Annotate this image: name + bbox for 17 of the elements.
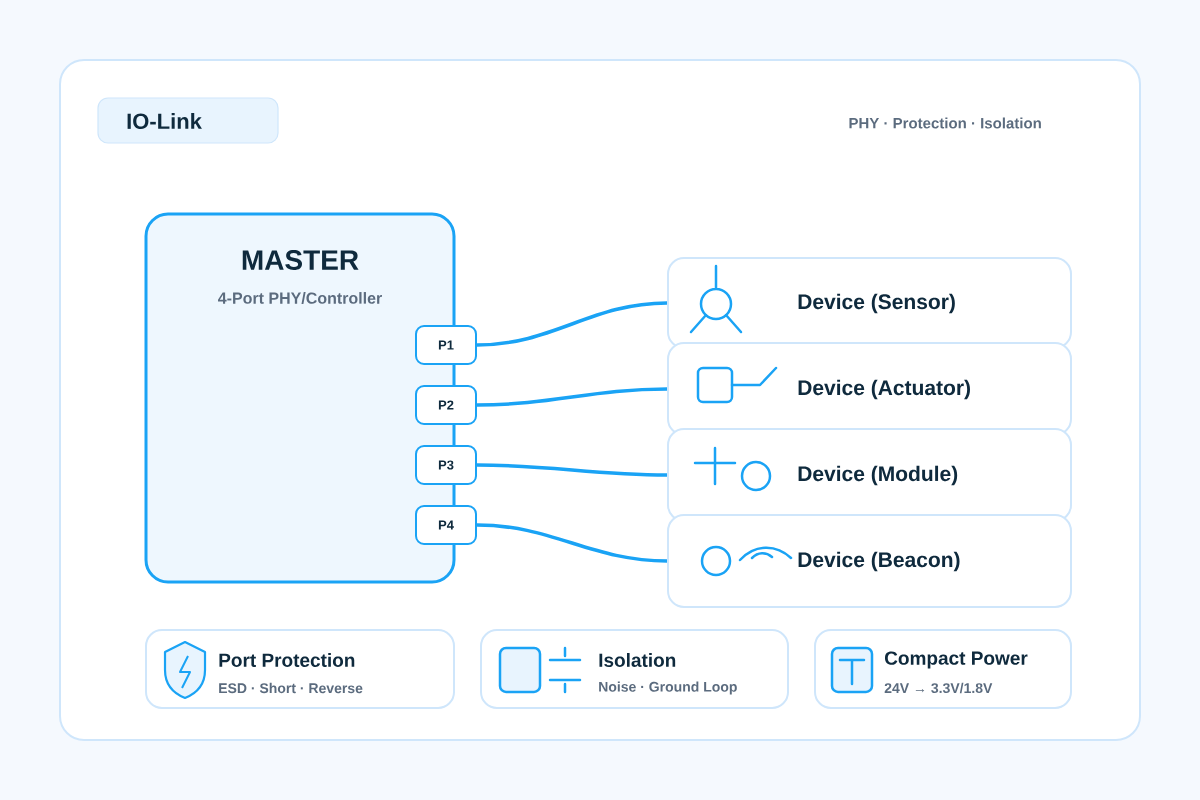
feature-card: Isolation Noise · Ground Loop [480,629,789,709]
subtitle: PHY · Protection · Isolation [849,117,1041,129]
title-badge: IO-Link [97,97,279,144]
connector [476,301,668,347]
feature-card: Port Protection ESD · Short · Reverse [145,629,455,709]
device-card: Device (Module) [667,428,1072,522]
feature-card: Compact Power 24V → 3.3V/1.8V [814,629,1072,709]
device-card: Device (Sensor) [667,257,1072,349]
port-box: P3 [415,445,477,485]
connector [476,523,668,563]
connector [477,463,668,477]
port-box: P4 [415,505,477,545]
connector [477,387,668,407]
port-box: P1 [415,325,477,365]
port-box: P2 [415,385,477,425]
device-card: Device (Beacon) [667,514,1072,608]
device-card: Device (Actuator) [667,342,1072,436]
